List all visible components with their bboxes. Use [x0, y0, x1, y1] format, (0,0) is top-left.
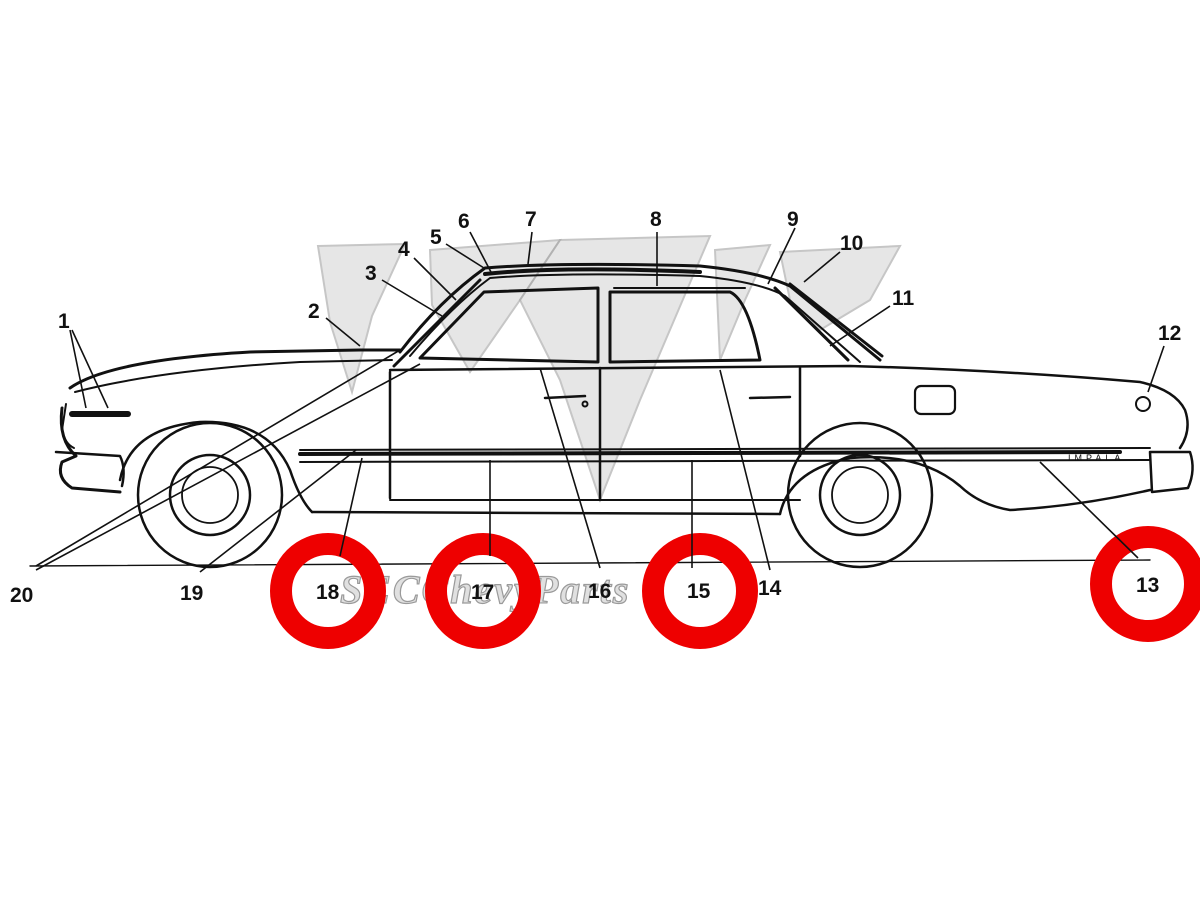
highlight-ring-17	[425, 533, 541, 649]
callout-17: 17	[471, 581, 494, 604]
callout-4: 4	[398, 238, 410, 261]
callout-7: 7	[525, 208, 537, 231]
callout-16: 16	[588, 580, 611, 603]
roof-greenhouse	[392, 262, 884, 368]
highlight-ring-18	[270, 533, 386, 649]
highlight-ring-15	[642, 533, 758, 649]
leader-lines	[35, 227, 1165, 573]
callout-6: 6	[458, 210, 470, 233]
callout-2: 2	[308, 300, 320, 323]
callout-1: 1	[58, 310, 70, 333]
ground-line	[29, 559, 1151, 567]
callout-18: 18	[316, 581, 340, 604]
impala-emblem: IMPALA	[1068, 453, 1124, 463]
callout-15: 15	[687, 580, 711, 603]
callout-9: 9	[787, 208, 799, 231]
car-body	[54, 348, 1194, 569]
highlight-ring-13	[1090, 526, 1200, 642]
callout-11: 11	[892, 287, 915, 310]
callout-5: 5	[430, 226, 442, 249]
callout-8: 8	[650, 208, 662, 231]
highlight-rings	[270, 526, 1200, 649]
side-molding	[298, 450, 1122, 456]
callout-10: 10	[840, 232, 863, 255]
callout-14: 14	[758, 577, 782, 600]
callout-13: 13	[1136, 574, 1159, 597]
callout-19: 19	[180, 582, 203, 605]
callout-12: 12	[1158, 322, 1181, 345]
callout-3: 3	[365, 262, 377, 285]
watermark-text: SECChevyParts	[340, 567, 630, 612]
callout-labels: 1 2 3 4 5 6 7 8 9 10 11 12 13 14 15 16 1…	[10, 208, 1181, 607]
callout-20: 20	[10, 584, 33, 607]
